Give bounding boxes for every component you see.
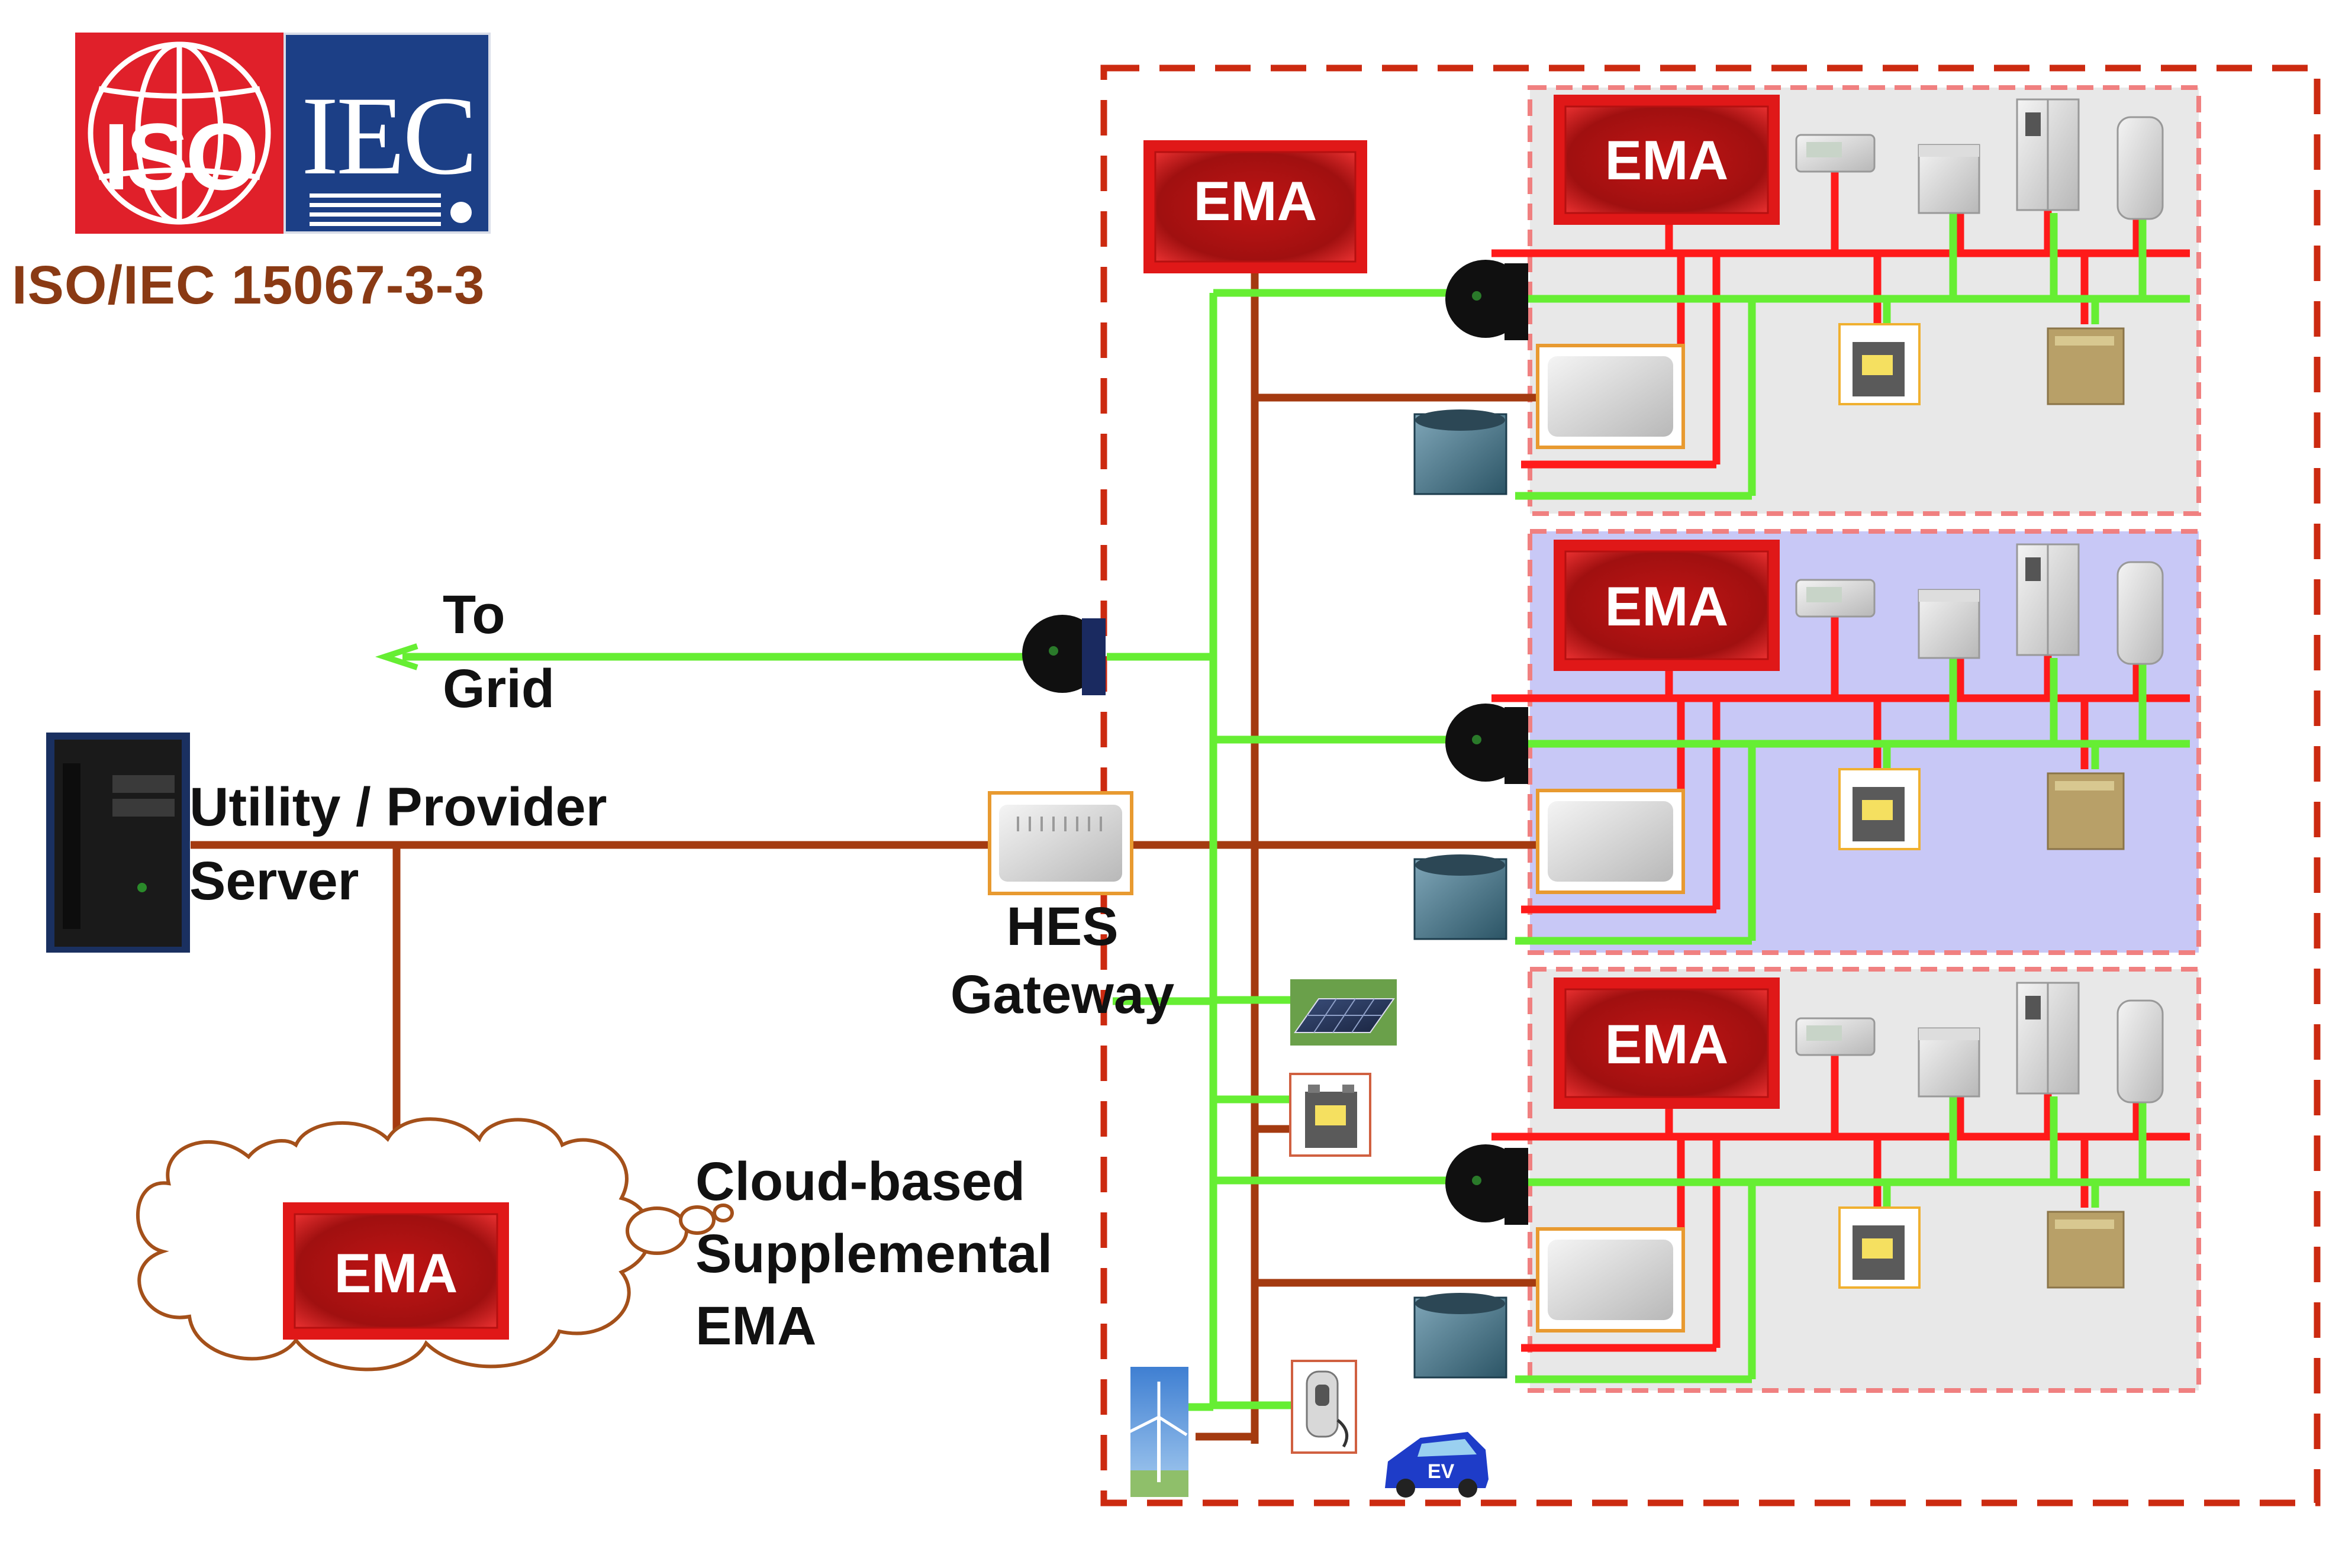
cloud-label-line2: Supplemental bbox=[695, 1224, 1052, 1284]
home-appliances-3 bbox=[1413, 982, 2164, 1379]
water-heater-icon bbox=[2116, 116, 2164, 220]
hes-gateway-icon bbox=[988, 791, 1133, 895]
battery-label bbox=[1862, 1238, 1893, 1259]
ema-box-home-1 bbox=[1554, 95, 1780, 225]
battery-label bbox=[1862, 800, 1893, 820]
ema-label-central: EMA bbox=[1194, 170, 1317, 232]
ema-box-central bbox=[1143, 140, 1367, 273]
dishwasher-panel bbox=[1919, 145, 1979, 157]
brown-links bbox=[191, 269, 1539, 1444]
ema-box-home-2 bbox=[1554, 540, 1780, 671]
to-grid-label-line1: To bbox=[443, 585, 505, 645]
ev-badge: EV bbox=[1428, 1460, 1455, 1483]
thermostat-display bbox=[1806, 587, 1842, 602]
home-appliances-2 bbox=[1413, 543, 2164, 940]
iso-logo: ISO bbox=[75, 33, 283, 234]
battery-label bbox=[1862, 355, 1893, 375]
server-label-line2: Server bbox=[189, 851, 359, 911]
home-bus-3 bbox=[1491, 1055, 2190, 1383]
ac-unit-fan bbox=[1415, 1293, 1505, 1314]
ac-unit-fan bbox=[1415, 409, 1505, 431]
iec-underline-icon bbox=[310, 193, 472, 226]
home-appliances bbox=[1413, 98, 2164, 1379]
home-appliances-1 bbox=[1413, 98, 2164, 495]
refrigerator-dispenser bbox=[2025, 996, 2041, 1019]
gateway-label-line1: HES bbox=[1006, 896, 1118, 957]
dishwasher-panel bbox=[1919, 1028, 1979, 1040]
iso-logo-text: ISO bbox=[103, 104, 259, 209]
home-buses bbox=[1491, 172, 2190, 1383]
standard-title: ISO/IEC 15067-3-3 bbox=[12, 255, 485, 315]
refrigerator-dispenser bbox=[2025, 112, 2041, 136]
ema-label-home-3: EMA bbox=[1605, 1013, 1729, 1075]
meter-icon bbox=[1445, 704, 1528, 784]
ema-label-home-1: EMA bbox=[1605, 129, 1729, 191]
ema-label-home-2: EMA bbox=[1605, 575, 1729, 637]
meter-icon bbox=[1445, 260, 1528, 340]
battery-icon bbox=[1289, 1073, 1371, 1157]
home-gateway-body bbox=[1548, 801, 1673, 882]
wind-turbine-icon bbox=[1128, 1367, 1188, 1497]
storage-unit-top bbox=[2055, 336, 2114, 346]
iec-logo: IEC bbox=[283, 33, 491, 234]
ema-box-home-3 bbox=[1554, 977, 1780, 1109]
storage-unit-top bbox=[2055, 1219, 2114, 1229]
green-data-lines bbox=[375, 289, 1462, 1411]
meter-icon bbox=[1022, 615, 1106, 695]
refrigerator-dispenser bbox=[2025, 557, 2041, 581]
server-icon bbox=[46, 733, 190, 953]
water-heater-icon bbox=[2116, 999, 2164, 1104]
ema-box-cloud bbox=[283, 1202, 509, 1340]
electric-car-icon: EV bbox=[1385, 1432, 1489, 1498]
iec-logo-text: IEC bbox=[301, 74, 478, 198]
home-boundary bbox=[1100, 64, 2321, 1506]
solar-panel-icon bbox=[1290, 979, 1397, 1046]
globe-icon bbox=[88, 41, 271, 225]
cloud-bubbles bbox=[626, 1204, 734, 1255]
ev-charger-icon bbox=[1291, 1360, 1357, 1454]
cloud-label-line1: Cloud-based bbox=[695, 1151, 1025, 1212]
home-gateway-body bbox=[1548, 1240, 1673, 1320]
cloud-label-line3: EMA bbox=[695, 1296, 816, 1356]
home-bus-2 bbox=[1491, 617, 2190, 945]
gateway-label-line2: Gateway bbox=[951, 964, 1174, 1025]
ema-label-cloud: EMA bbox=[334, 1242, 458, 1304]
server-label-line1: Utility / Provider bbox=[189, 777, 607, 837]
water-heater-icon bbox=[2116, 561, 2164, 665]
ac-unit-fan bbox=[1415, 854, 1505, 876]
to-grid-label-line2: Grid bbox=[443, 659, 555, 719]
dishwasher-panel bbox=[1919, 590, 1979, 602]
home-gateway-body bbox=[1548, 356, 1673, 437]
thermostat-display bbox=[1806, 142, 1842, 157]
thermostat-display bbox=[1806, 1025, 1842, 1041]
storage-unit-top bbox=[2055, 781, 2114, 791]
meter-icon bbox=[1445, 1144, 1528, 1225]
